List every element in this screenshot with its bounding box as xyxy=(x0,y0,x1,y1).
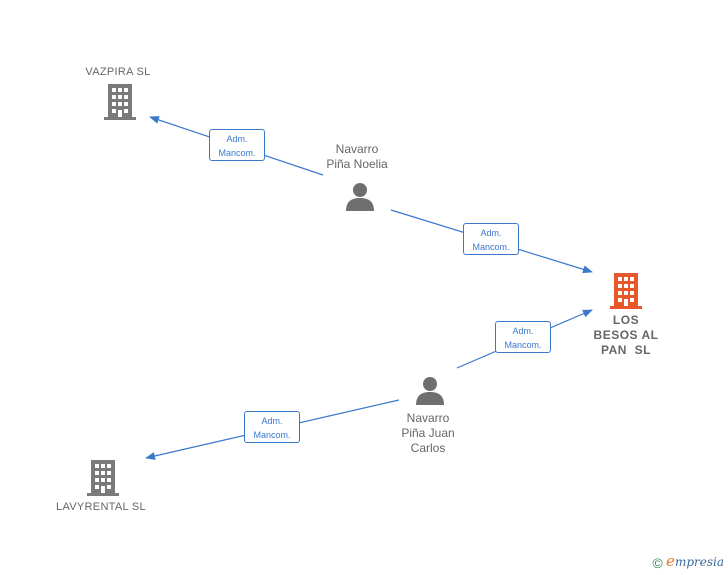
edge-label-noelia-vazpira[interactable]: Adm. Mancom. xyxy=(209,129,265,161)
edge-label-line: Mancom. xyxy=(504,340,542,350)
person-label-noelia: Navarro Piña Noelia xyxy=(307,142,407,172)
label-line: Carlos xyxy=(410,441,446,455)
company-label-lavyrental: LAVYRENTAL SL xyxy=(56,501,146,513)
brand-name: mpresia xyxy=(674,555,724,570)
building-icon[interactable] xyxy=(87,460,119,496)
label-line: LOS xyxy=(612,313,640,327)
person-icon[interactable] xyxy=(415,375,445,405)
brand-footer: © empresia xyxy=(652,552,724,571)
label-line: Piña Noelia xyxy=(326,157,388,171)
copyright-icon: © xyxy=(652,555,663,571)
brand-initial: e xyxy=(666,552,675,571)
edge-label-juancarlos-losbesos[interactable]: Adm. Mancom. xyxy=(495,321,551,353)
building-icon[interactable] xyxy=(610,273,642,309)
edge-label-line: Adm. xyxy=(480,228,502,238)
building-icon[interactable] xyxy=(104,84,136,120)
person-icon[interactable] xyxy=(345,181,375,211)
company-label-los-besos-al-pan: LOS BESOS AL PAN SL xyxy=(576,313,676,358)
edge-label-line: Adm. xyxy=(261,416,283,426)
person-label-juan-carlos: Navarro Piña Juan Carlos xyxy=(378,411,478,456)
edge-label-line: Adm. xyxy=(226,134,248,144)
edge-label-line: Adm. xyxy=(512,326,534,336)
company-label-vazpira: VAZPIRA SL xyxy=(85,66,151,78)
edge-label-noelia-losbesos[interactable]: Adm. Mancom. xyxy=(463,223,519,255)
edge-label-juancarlos-lavyrental[interactable]: Adm. Mancom. xyxy=(244,411,300,443)
edge-label-line: Mancom. xyxy=(253,430,291,440)
label-line: Navarro xyxy=(406,411,450,425)
label-line: BESOS AL xyxy=(593,328,659,342)
label-line: PAN SL xyxy=(601,343,651,357)
edge-label-line: Mancom. xyxy=(472,242,510,252)
edge-label-line: Mancom. xyxy=(218,148,256,158)
label-line: Piña Juan xyxy=(401,426,455,440)
label-line: Navarro xyxy=(335,142,379,156)
